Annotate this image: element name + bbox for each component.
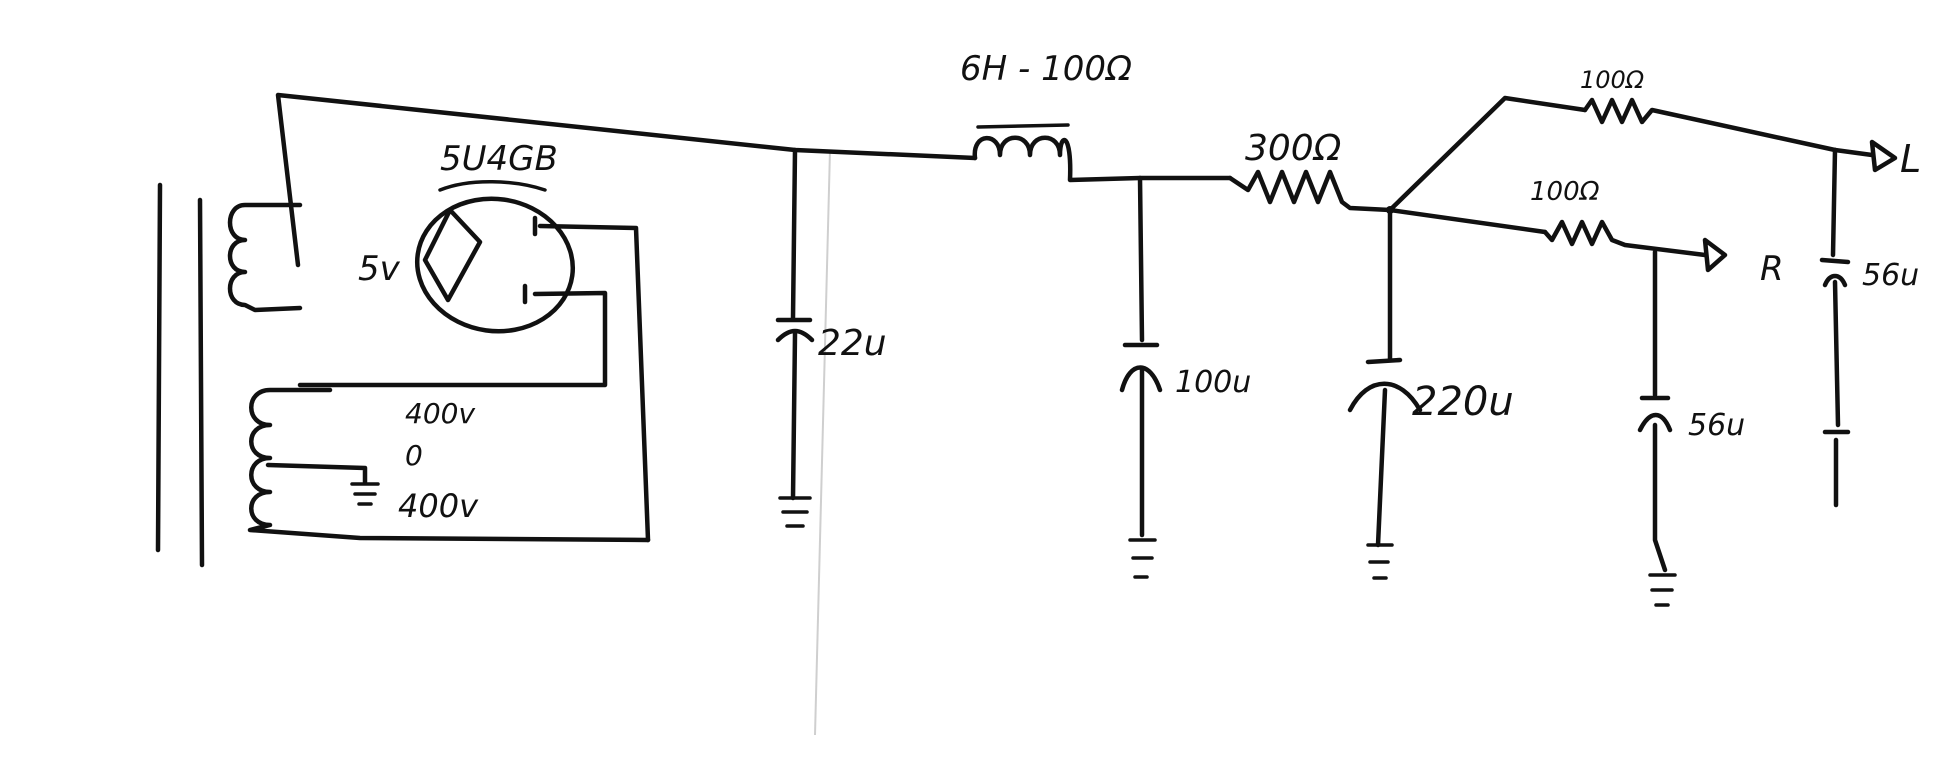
output-right-terminal — [1702, 237, 1728, 273]
rectifier-tube-envelope — [414, 196, 576, 334]
secondary-bottom-label: 400v — [398, 487, 479, 525]
resistor-left-label: 100Ω — [1580, 66, 1645, 94]
left-branch-wire — [1387, 95, 1588, 213]
center-tap-ground-symbol — [350, 482, 380, 506]
hv-secondary-winding — [247, 387, 651, 543]
tube-arc — [438, 180, 547, 192]
c-right-ground-symbol — [1648, 573, 1677, 607]
capacitor-c-right — [1637, 249, 1673, 573]
c2-ground-symbol — [1128, 538, 1157, 579]
capacitor-c2 — [1119, 175, 1163, 538]
heater-winding — [227, 202, 303, 313]
heater-voltage-label: 5v — [358, 249, 401, 289]
output-left-wire — [1832, 147, 1875, 158]
c1-ground-symbol — [778, 496, 812, 528]
output-right-label: R — [1760, 249, 1784, 289]
c-right-label: 56u — [1688, 408, 1745, 443]
rectifier-filament — [422, 207, 483, 303]
c-left-label: 56u — [1862, 258, 1919, 293]
choke-inductor — [972, 135, 1233, 183]
resistor-right-100 — [1542, 219, 1708, 258]
c3-label: 220u — [1412, 379, 1514, 425]
resistor-left-100 — [1582, 97, 1838, 153]
paper-seam — [814, 149, 831, 736]
plate-wire-2 — [297, 290, 608, 388]
capacitor-c3 — [1347, 207, 1423, 548]
resistor-300 — [1227, 169, 1393, 213]
c1-label: 22u — [818, 323, 887, 364]
choke-core — [976, 123, 1070, 129]
b-plus-rail — [275, 92, 978, 268]
right-branch-wire — [1387, 207, 1548, 235]
secondary-top-label: 400v — [405, 397, 475, 430]
output-left-terminal — [1869, 139, 1898, 173]
secondary-center-label: 0 — [405, 439, 423, 472]
center-tap-wire — [265, 462, 368, 485]
resistor-300-label: 300Ω — [1245, 128, 1342, 169]
c3-ground-symbol — [1366, 543, 1394, 580]
tube-label: 5U4GB — [440, 139, 558, 179]
capacitor-c-left — [1819, 147, 1851, 508]
c2-label: 100u — [1175, 365, 1251, 400]
capacitor-c1 — [775, 147, 815, 501]
output-left-label: L — [1900, 137, 1921, 181]
resistor-right-label: 100Ω — [1530, 177, 1600, 207]
transformer-core — [155, 182, 205, 568]
plate-wire-1 — [537, 223, 651, 543]
choke-label: 6H - 100Ω — [960, 49, 1132, 89]
